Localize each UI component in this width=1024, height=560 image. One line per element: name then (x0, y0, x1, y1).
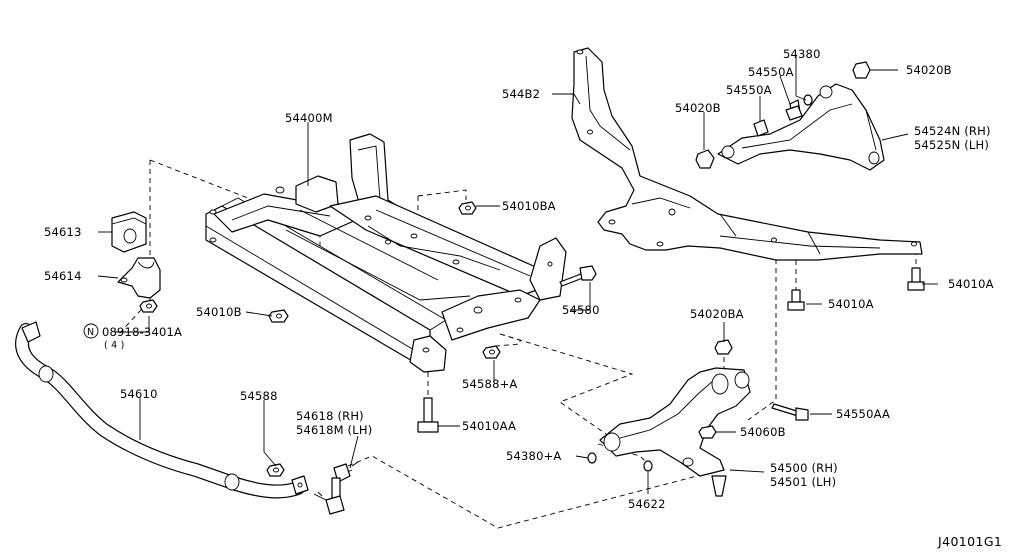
front-suspension-member[interactable] (205, 133, 567, 373)
upper-link[interactable] (717, 83, 885, 171)
callout-54500-rh: 54500 (RH) (770, 461, 838, 475)
callout-54020BA: 54020BA (690, 307, 744, 321)
callout-54010AA: 54010AA (462, 419, 516, 433)
callout-54580: 54580 (562, 303, 600, 317)
callout-54588A: 54588+A (462, 377, 518, 391)
callout-54610: 54610 (120, 387, 158, 401)
nut-54588A[interactable] (482, 345, 501, 359)
nut-54020B-left[interactable] (695, 149, 715, 169)
callout-54618-rh: 54618 (RH) (296, 409, 364, 423)
callout-54614: 54614 (44, 269, 82, 283)
nut-54020B-right[interactable] (852, 61, 871, 79)
callout-08918-prefix: N (87, 327, 94, 338)
callout-54010A-rear: 54010A (948, 277, 994, 291)
bolt-54580[interactable] (559, 265, 597, 287)
callout-54010A-mid: 54010A (828, 297, 874, 311)
washer-54380A[interactable] (587, 452, 597, 464)
prefix-circle (83, 323, 99, 339)
callout-54501-lh: 54501 (LH) (770, 475, 836, 489)
callout-54618m-lh: 54618M (LH) (296, 423, 372, 437)
callout-54525N-lh: 54525N (LH) (914, 138, 989, 152)
bolt-54010AA[interactable] (417, 397, 439, 433)
bolt-54010A-rear[interactable] (907, 267, 925, 291)
callout-54588: 54588 (240, 389, 278, 403)
callout-54550A-lower: 54550A (726, 83, 772, 97)
callout-544B2: 544B2 (502, 87, 540, 101)
connecting-rod[interactable] (313, 461, 359, 515)
leader-lines (97, 56, 938, 494)
bolt-54550A-upper[interactable] (785, 99, 803, 121)
callout-54613: 54613 (44, 225, 82, 239)
stabilizer-clamp[interactable] (117, 257, 161, 299)
callout-08918: 08918-3401A (102, 325, 182, 339)
stabilizer-bushing[interactable] (111, 211, 147, 253)
callout-54380A: 54380+A (506, 449, 562, 463)
lower-link[interactable] (599, 367, 751, 497)
washer-54622[interactable] (643, 460, 653, 472)
callout-54010BA: 54010BA (502, 199, 556, 213)
stabilizer-bar[interactable] (15, 321, 309, 499)
callout-54020B-left: 54020B (675, 101, 721, 115)
bolt-54010A-mid[interactable] (787, 289, 805, 311)
callout-54622: 54622 (628, 497, 666, 511)
callout-54010B: 54010B (196, 305, 242, 319)
callout-labels: 54400M 54613 54614 N 08918-3401A ( 4 ) 5… (44, 47, 1002, 549)
callout-54400M: 54400M (285, 111, 333, 125)
nut-54060B[interactable] (698, 425, 717, 439)
callout-08918-qty: ( 4 ) (104, 340, 125, 351)
callout-54020B-right: 54020B (906, 63, 952, 77)
reinforcement-brace[interactable] (571, 47, 923, 261)
bolt-54550AA[interactable] (771, 403, 809, 421)
callout-54380: 54380 (783, 47, 821, 61)
callout-54524N-rh: 54524N (RH) (914, 124, 991, 138)
washer-54380[interactable] (803, 94, 813, 106)
nut-54020BA[interactable] (714, 339, 733, 355)
clamp-nut[interactable] (139, 299, 158, 313)
diagram-id: J40101G1 (937, 534, 1002, 549)
stabilizer-nut[interactable] (266, 463, 285, 477)
nut-54010BA[interactable] (458, 201, 477, 215)
bolt-54550A-lower[interactable] (753, 119, 769, 137)
callout-54060B: 54060B (740, 425, 786, 439)
callout-54550A-upper: 54550A (748, 65, 794, 79)
callout-54550AA: 54550AA (836, 407, 890, 421)
nut-54010B[interactable] (268, 309, 289, 323)
